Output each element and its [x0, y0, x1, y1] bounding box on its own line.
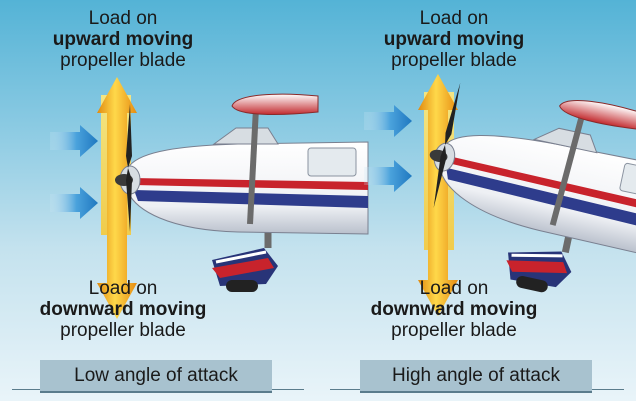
label-line: Load on	[419, 8, 489, 29]
label-line: Load on	[88, 278, 158, 299]
downward-blade-load-label: Load on downward moving propeller blade	[329, 278, 579, 341]
upward-blade-load-label: Load on upward moving propeller blade	[329, 8, 579, 71]
airflow-arrow-icon	[50, 125, 98, 157]
label-line: Load on	[88, 8, 158, 29]
label-emphasis: upward moving	[52, 29, 194, 50]
high-aoa-panel	[364, 70, 636, 316]
label-line: propeller blade	[60, 320, 186, 341]
label-emphasis: downward moving	[39, 299, 207, 320]
label-line: propeller blade	[391, 50, 517, 71]
upward-blade-load-label: Load on upward moving propeller blade	[0, 8, 248, 71]
airplane-icon	[115, 94, 368, 292]
label-line: propeller blade	[391, 320, 517, 341]
airflow-arrow-icon	[50, 187, 98, 219]
label-emphasis: downward moving	[370, 299, 538, 320]
label-line: Load on	[419, 278, 489, 299]
low-aoa-panel	[50, 77, 368, 319]
airflow-arrow-icon	[364, 160, 412, 192]
high-aoa-caption: High angle of attack	[360, 360, 592, 393]
low-aoa-caption: Low angle of attack	[40, 360, 272, 393]
label-line: propeller blade	[60, 50, 186, 71]
airflow-arrow-icon	[364, 105, 412, 137]
downward-blade-load-label: Load on downward moving propeller blade	[0, 278, 248, 341]
label-emphasis: upward moving	[383, 29, 525, 50]
